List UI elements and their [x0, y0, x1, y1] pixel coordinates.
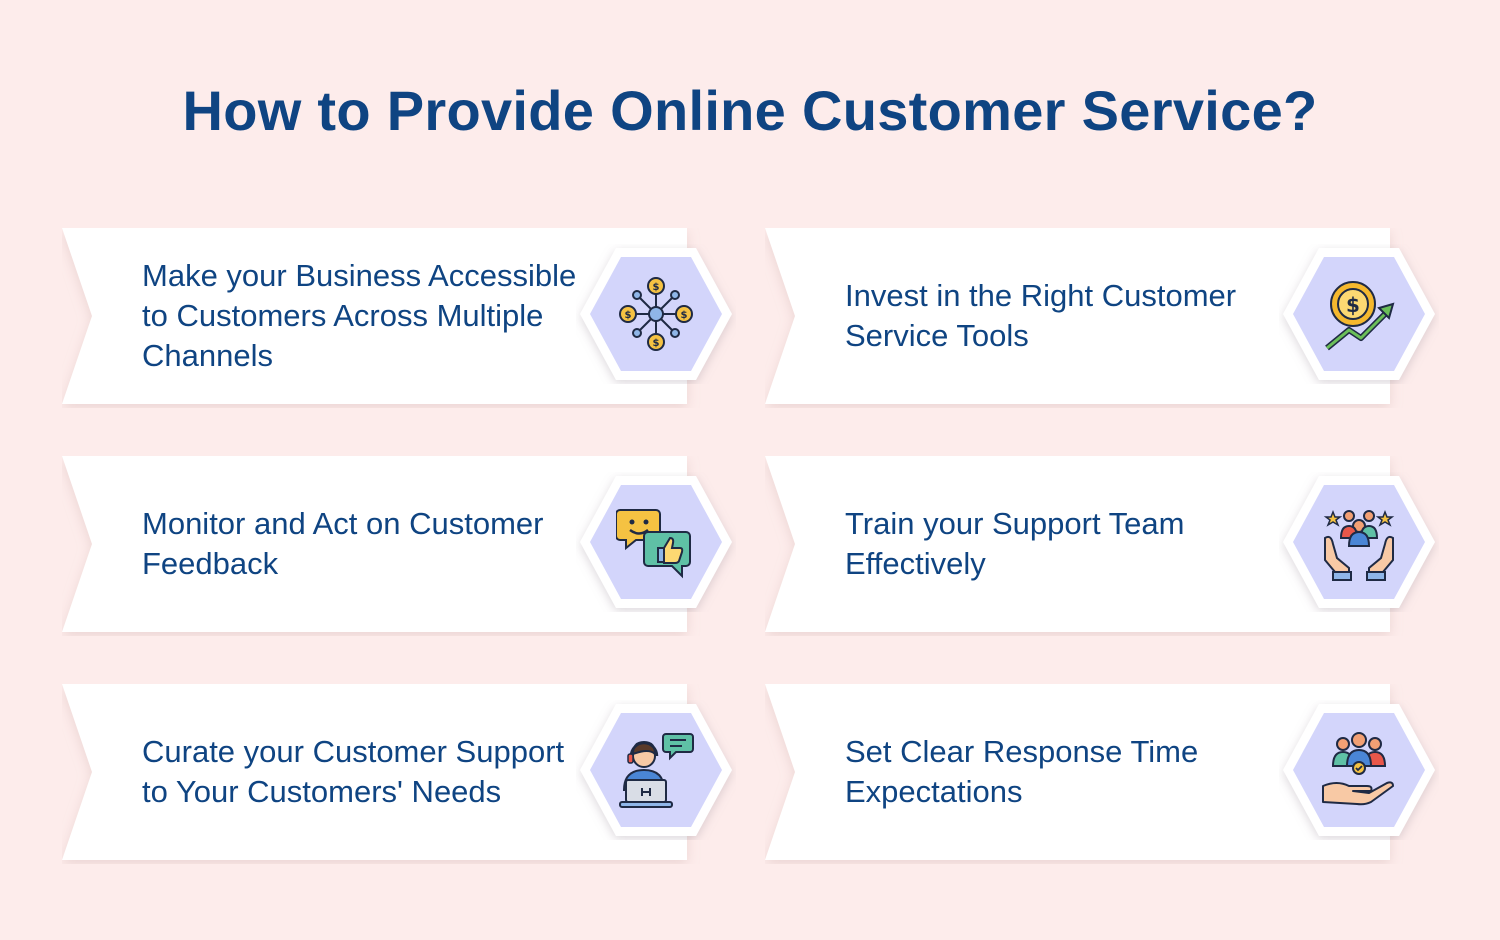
hexagon-badge: $: [1279, 244, 1439, 384]
hexagon-badge: [1279, 700, 1439, 840]
hexagon-badge: [576, 472, 736, 612]
step-card-1: Make your Business Accessible to Custome…: [62, 228, 742, 408]
step-label: Invest in the Right Customer Service Too…: [845, 278, 1237, 353]
page-title: How to Provide Online Customer Service?: [182, 79, 1318, 142]
svg-text:$: $: [653, 282, 660, 293]
step-label: Train your Support Team Effectively: [845, 506, 1185, 581]
step-card-5: Curate your Customer Support to Your Cus…: [62, 684, 742, 864]
hexagon-badge: $ $ $ $: [576, 244, 736, 384]
step-label: Make your Business Accessible to Custome…: [142, 258, 577, 373]
support-agent-icon: [619, 733, 694, 808]
team-hands-icon: [1323, 509, 1395, 581]
card-background: [765, 456, 1390, 632]
people-hand-icon: [1322, 732, 1394, 806]
step-label: Monitor and Act on Customer Feedback: [142, 506, 544, 581]
dollar-growth-icon: $: [1325, 281, 1395, 351]
step-card-6: Set Clear Response Time Expectations: [765, 684, 1445, 864]
card-background: [62, 456, 687, 632]
step-label: Set Clear Response Time Expectations: [845, 734, 1199, 809]
step-card-4: Train your Support Team Effectively: [765, 456, 1445, 636]
svg-text:$: $: [625, 310, 632, 321]
card-background: [62, 684, 687, 860]
card-background: [765, 684, 1390, 860]
svg-text:$: $: [653, 338, 660, 349]
hexagon-badge: [1279, 472, 1439, 612]
svg-text:$: $: [1346, 293, 1360, 317]
step-label: Curate your Customer Support to Your Cus…: [142, 734, 565, 809]
hexagon-badge: [576, 700, 736, 840]
svg-text:$: $: [681, 310, 688, 321]
money-network-icon: $ $ $ $: [619, 277, 693, 351]
card-background: [62, 228, 687, 404]
step-card-3: Monitor and Act on Customer Feedback: [62, 456, 742, 636]
card-background: [765, 228, 1390, 404]
step-card-2: Invest in the Right Customer Service Too…: [765, 228, 1445, 408]
feedback-chat-icon: [616, 509, 691, 579]
